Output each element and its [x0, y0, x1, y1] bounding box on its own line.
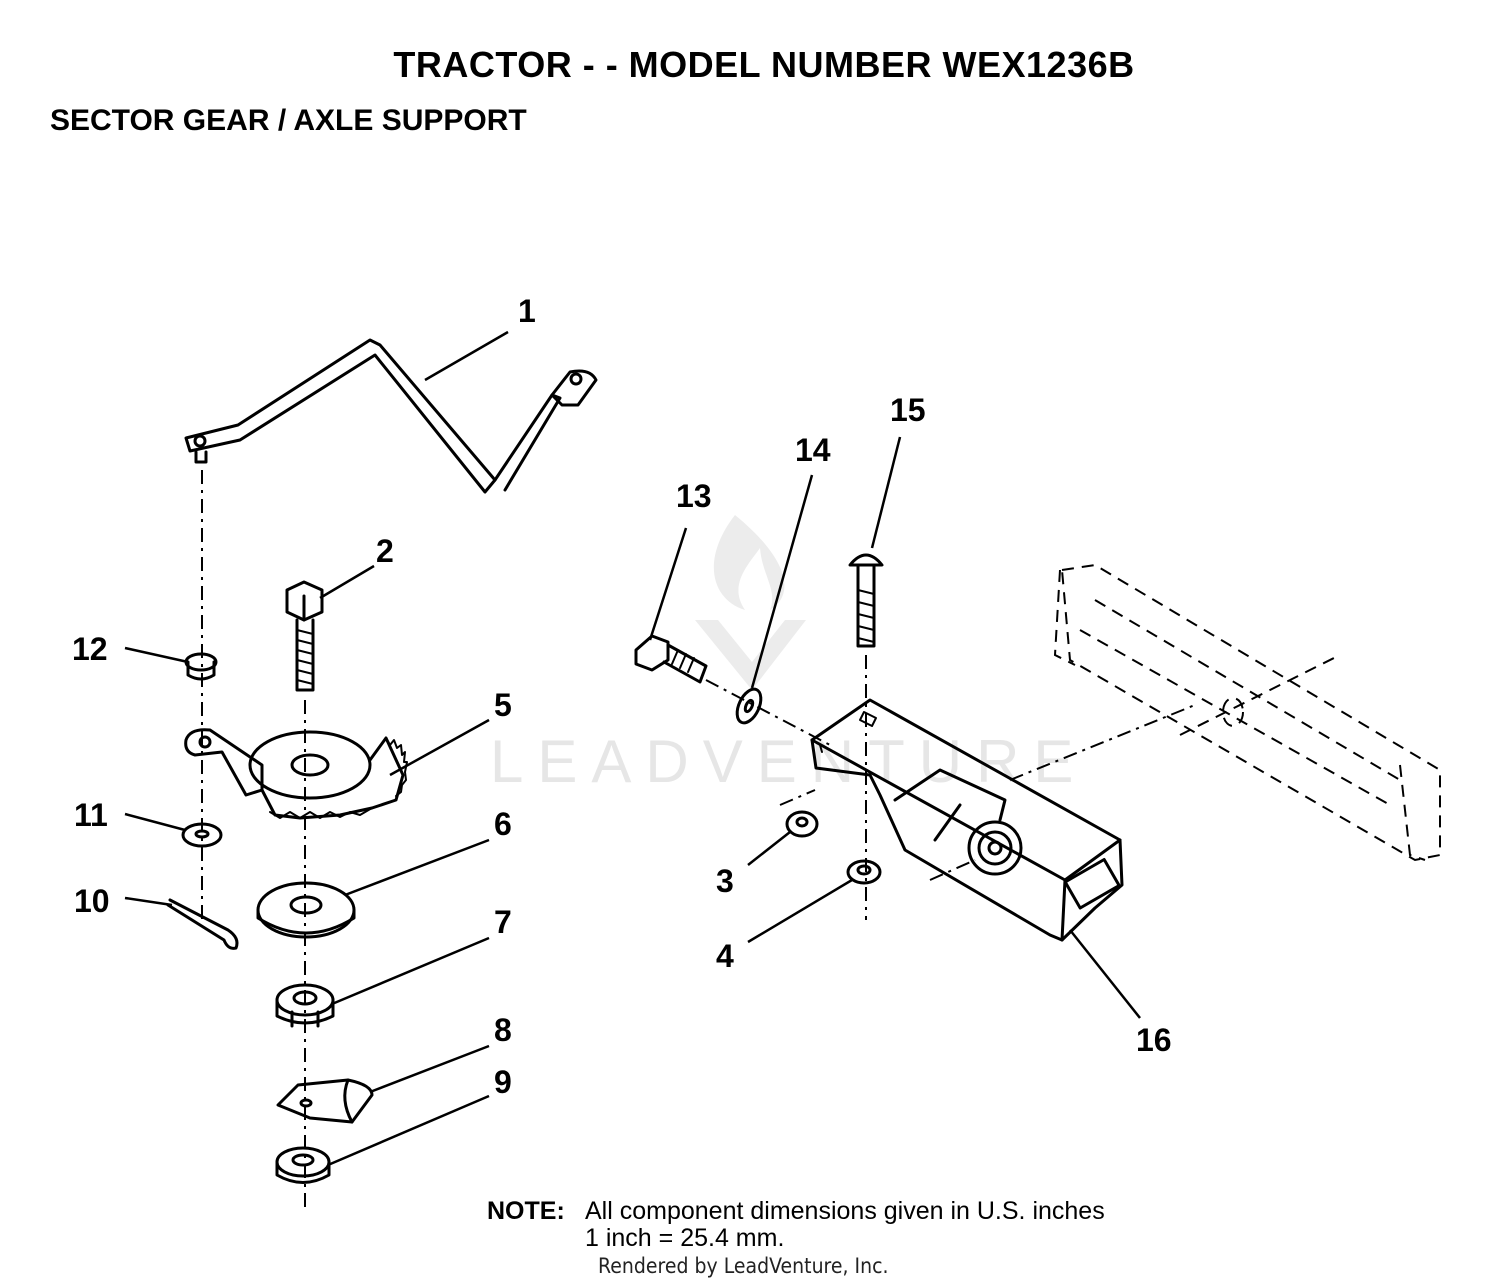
callout-6: 6	[494, 806, 512, 842]
watermark-text: LEADVENTURE	[490, 728, 1087, 795]
callout-7: 7	[494, 904, 512, 940]
part-3-nut	[785, 810, 819, 838]
note-label: NOTE:	[487, 1197, 565, 1225]
leader-lines	[124, 330, 1141, 1167]
part-5-sector-gear	[184, 728, 408, 820]
centerlines	[201, 470, 1196, 1210]
callout-10: 10	[74, 883, 110, 919]
diagram-title: TRACTOR - - MODEL NUMBER WEX1236B	[393, 44, 1135, 85]
watermark: LEADVENTURE	[490, 515, 1087, 795]
part-13-bolt	[634, 634, 708, 684]
callout-12: 12	[72, 631, 108, 667]
callout-5: 5	[494, 687, 512, 723]
part-2-bolt	[285, 580, 324, 692]
callout-numbers: 1 2 3 4 5 6 7 8 9 10 11 12 13 14 15 16	[72, 293, 1172, 1100]
front-axle-reference	[1053, 563, 1441, 862]
part-14-washer	[735, 687, 763, 725]
callout-15: 15	[890, 392, 926, 428]
callout-1: 1	[518, 293, 536, 329]
note-line-1: All component dimensions given in U.S. i…	[585, 1197, 1105, 1225]
watermark-flame-icon	[713, 515, 785, 610]
diagram-subtitle: SECTOR GEAR / AXLE SUPPORT	[50, 104, 527, 137]
note-line-2: 1 inch = 25.4 mm.	[585, 1224, 785, 1252]
callout-11: 11	[74, 797, 108, 833]
callout-14: 14	[795, 432, 831, 468]
part-15-carriage-bolt	[848, 553, 884, 648]
part-4-nut	[846, 859, 882, 885]
callout-3: 3	[716, 863, 734, 899]
callout-13: 13	[676, 478, 712, 514]
part-10-cotter-pin	[166, 898, 239, 950]
part-16-axle-support	[810, 698, 1124, 942]
part-1-drag-link	[184, 338, 598, 494]
callout-2: 2	[376, 533, 394, 569]
part-8-clip	[276, 1078, 374, 1124]
callout-9: 9	[494, 1064, 512, 1100]
part-9-nut	[275, 1146, 331, 1184]
callout-4: 4	[716, 938, 734, 974]
callout-8: 8	[494, 1012, 512, 1048]
callout-16: 16	[1136, 1022, 1172, 1058]
watermark-v-icon	[695, 620, 806, 690]
rendered-by-credit: Rendered by LeadVenture, Inc.	[598, 1254, 889, 1278]
dimension-note: NOTE: All component dimensions given in U…	[487, 1198, 1105, 1252]
